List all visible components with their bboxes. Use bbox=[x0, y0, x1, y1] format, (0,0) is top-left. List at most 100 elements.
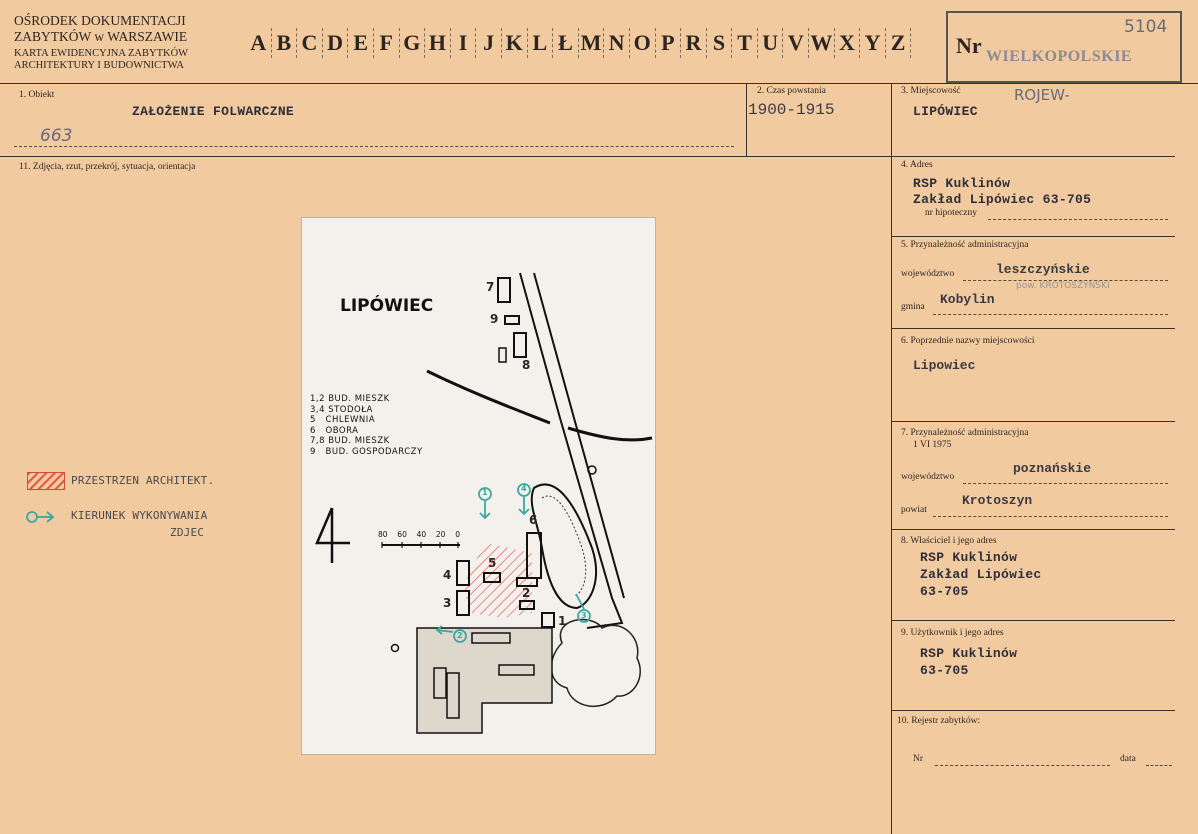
index-letter: J bbox=[476, 28, 502, 58]
index-letter: T bbox=[732, 28, 758, 58]
index-letter: M bbox=[579, 28, 605, 58]
index-letter: D bbox=[323, 28, 349, 58]
przynaleznosc2-date: 1 VI 1975 bbox=[913, 440, 952, 450]
marker-num-1: 1 bbox=[482, 488, 488, 497]
building-4 bbox=[456, 560, 470, 586]
scale-label: 20 bbox=[435, 530, 446, 539]
col-divider-main bbox=[891, 83, 892, 834]
index-letter: U bbox=[758, 28, 784, 58]
index-letter: B bbox=[272, 28, 298, 58]
index-letter: O bbox=[630, 28, 656, 58]
adres-line2: Zakład Lipówiec 63-705 bbox=[913, 192, 1092, 207]
adres-line1: RSP Kuklinów bbox=[913, 176, 1011, 191]
woj2-dash bbox=[963, 483, 1168, 484]
card-title-line1: KARTA EWIDENCYJNA ZABYTKÓW bbox=[14, 48, 189, 59]
sep-8-9 bbox=[891, 620, 1175, 621]
legend-kierunek-line2: ZDJEC bbox=[170, 526, 205, 539]
powiat-value: Krotoszyn bbox=[962, 493, 1033, 508]
institution-name-line2: ZABYTKÓW w WARSZAWIE bbox=[14, 29, 188, 44]
wojewodztwo2-value: poznańskie bbox=[1013, 461, 1092, 476]
uzytkownik-line2: 63-705 bbox=[920, 663, 969, 678]
gmina-dash bbox=[933, 314, 1168, 315]
building-2b bbox=[519, 600, 535, 610]
wlasciciel-line3: 63-705 bbox=[920, 584, 969, 599]
sep-9-10 bbox=[891, 710, 1175, 711]
building-8b bbox=[498, 347, 507, 363]
col-divider-czas bbox=[746, 83, 747, 156]
przynaleznosc-label: 5. Przynależność administracyjna bbox=[901, 240, 1029, 250]
index-letter: L bbox=[528, 28, 554, 58]
wojewodztwo-handwritten: pow. KROTOSZYŃSKI bbox=[1016, 281, 1110, 291]
nr-label: Nr bbox=[956, 33, 982, 58]
przynaleznosc2-label: 7. Przynależność administracyjna bbox=[901, 428, 1029, 438]
bldg-num-6: 6 bbox=[529, 513, 538, 527]
index-letter: Y bbox=[860, 28, 886, 58]
building-5 bbox=[483, 572, 501, 583]
architectural-space-hatch bbox=[462, 543, 532, 618]
photo-markers bbox=[435, 483, 591, 643]
uzytkownik-label: 9. Użytkownik i jego adres bbox=[901, 628, 1004, 638]
wojewodztwo2-label: województwo bbox=[901, 472, 955, 482]
bldg-num-1: 1 bbox=[558, 614, 567, 628]
woj-dash bbox=[963, 280, 1168, 281]
index-letter: F bbox=[374, 28, 400, 58]
institution-name-line1: OŚRODEK DOKUMENTACJI bbox=[14, 13, 186, 28]
river bbox=[426, 369, 653, 442]
czas-label: 2. Czas powstania bbox=[757, 86, 826, 96]
map-legend-line: 3,4 STODOŁA bbox=[310, 404, 373, 415]
miejscowosc-label: 3. Miejscowość bbox=[901, 86, 961, 96]
map-legend-line: 1,2 BUD. MIESZK bbox=[310, 394, 390, 404]
wlasciciel-line1: RSP Kuklinów bbox=[920, 550, 1018, 565]
poprzednie-nazwy-value: Lipowiec bbox=[913, 358, 976, 373]
powiat-dash bbox=[933, 516, 1168, 517]
building-7 bbox=[497, 277, 511, 303]
obiekt-value: ZAŁOŻENIE FOLWARCZNE bbox=[132, 104, 295, 119]
nr-box: Nr WIELKOPOLSKIE 5104 bbox=[946, 11, 1182, 83]
legend-marker-icon bbox=[26, 511, 55, 523]
index-letter: A bbox=[246, 28, 272, 58]
obiekt-label: 1. Obiekt bbox=[19, 90, 55, 100]
legend-hatch-swatch bbox=[27, 472, 65, 490]
powiat-label: powiat bbox=[901, 505, 927, 515]
index-letter: V bbox=[783, 28, 810, 58]
marker-num-3: 3 bbox=[581, 611, 587, 620]
map-circle-2 bbox=[390, 643, 400, 653]
scale-label: 60 bbox=[397, 530, 407, 539]
wlasciciel-label: 8. Właściciel i jego adres bbox=[901, 536, 997, 546]
bldg-num-9: 9 bbox=[490, 312, 499, 326]
rejestr-data-dash bbox=[1146, 765, 1172, 766]
index-letter: E bbox=[348, 28, 374, 58]
index-letter: C bbox=[297, 28, 323, 58]
scale-label: 40 bbox=[416, 530, 427, 539]
index-letter: Z bbox=[886, 28, 912, 58]
wojewodztwo-value: leszczyńskie bbox=[996, 262, 1090, 277]
wojewodztwo-label: województwo bbox=[901, 269, 955, 279]
map-circle-1 bbox=[587, 465, 597, 475]
tree-cluster bbox=[550, 618, 641, 707]
scale-ticks bbox=[381, 542, 459, 548]
map-title: LIPÓWIEC bbox=[340, 296, 434, 316]
marker-num-4: 4 bbox=[521, 484, 527, 493]
region-stamp: WIELKOPOLSKIE bbox=[986, 48, 1133, 65]
row1-separator bbox=[0, 156, 1175, 157]
site-plan-drawing bbox=[315, 272, 653, 734]
czas-value: 1900-1915 bbox=[748, 101, 835, 119]
index-letter: S bbox=[707, 28, 733, 58]
building-yard-1 bbox=[471, 632, 511, 644]
building-1 bbox=[541, 612, 555, 628]
index-letter: R bbox=[681, 28, 707, 58]
header-separator bbox=[0, 83, 1198, 84]
index-letter: W bbox=[809, 28, 835, 58]
sep-7-8 bbox=[891, 529, 1175, 530]
legend-kierunek-line1: KIERUNEK WYKONYWANIA bbox=[71, 509, 208, 522]
pond bbox=[530, 483, 597, 610]
obiekt-dash bbox=[14, 146, 734, 147]
index-letter: G bbox=[400, 28, 426, 58]
bldg-num-3: 3 bbox=[443, 596, 452, 610]
uzytkownik-line1: RSP Kuklinów bbox=[920, 646, 1018, 661]
scale-label: 0 bbox=[455, 530, 460, 539]
index-letter: K bbox=[502, 28, 528, 58]
north-arrow bbox=[315, 507, 350, 563]
index-letter: H bbox=[425, 28, 451, 58]
